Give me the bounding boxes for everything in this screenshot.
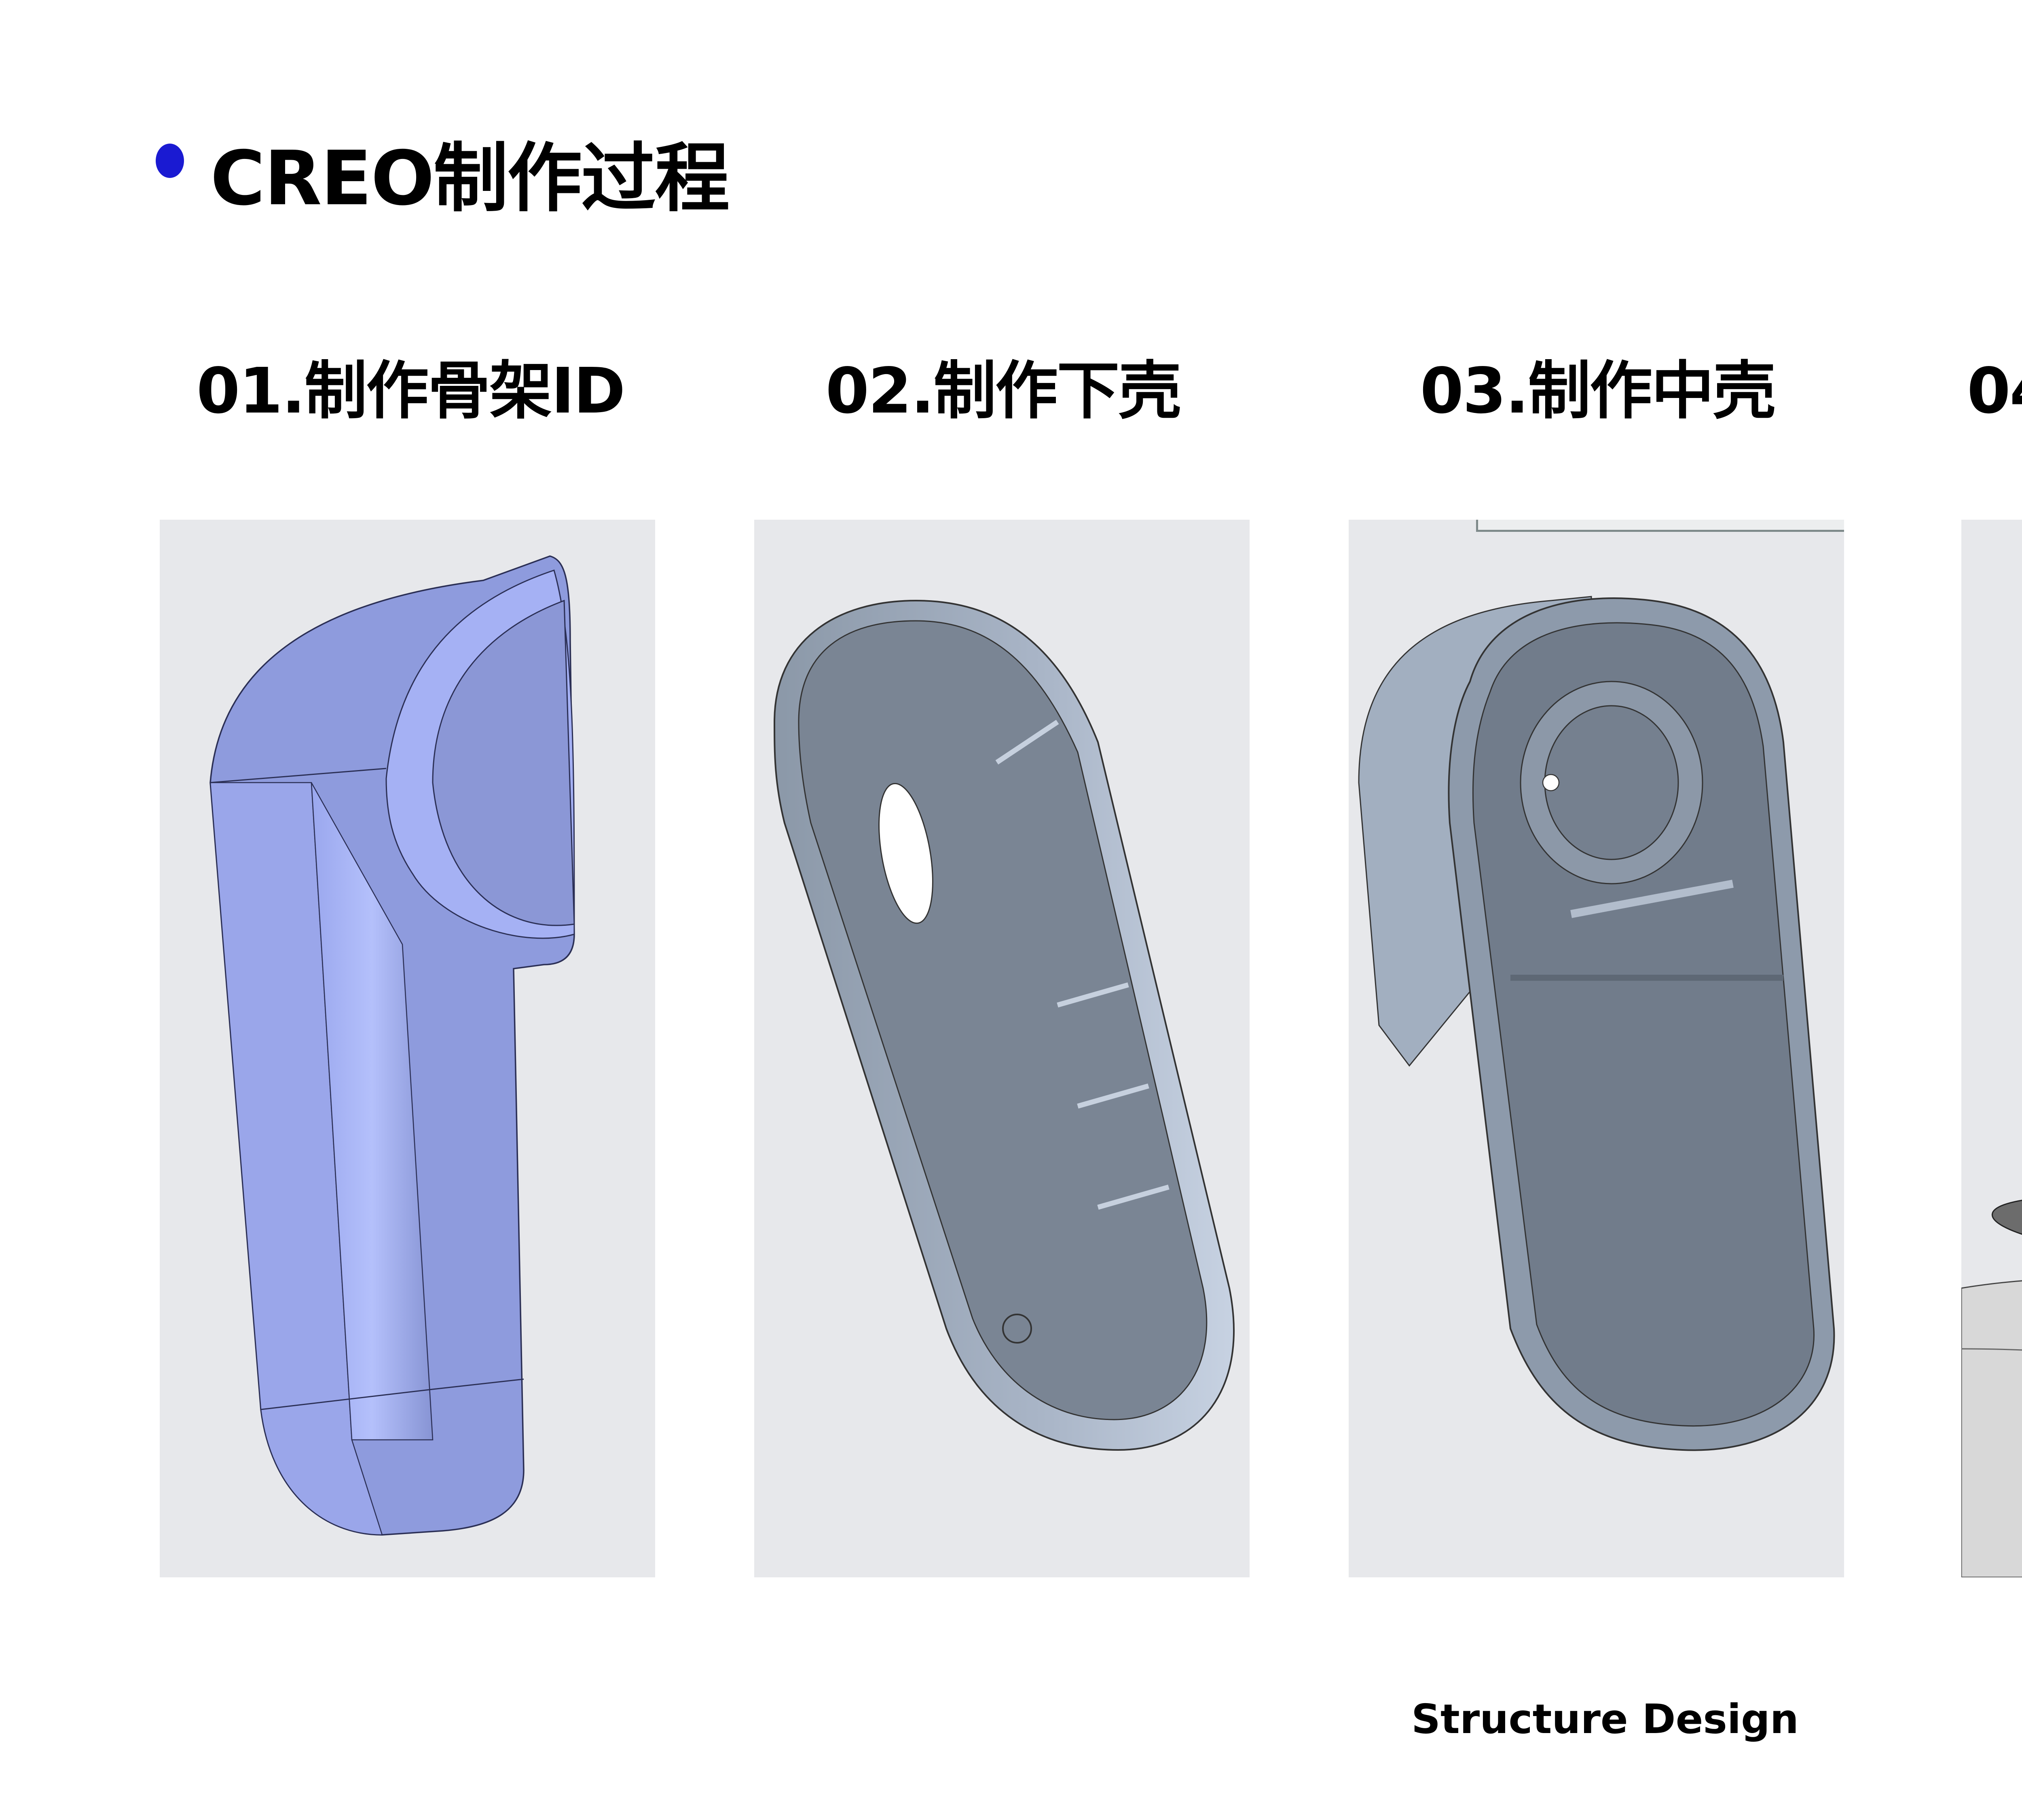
title-bullet-icon bbox=[156, 144, 184, 178]
step-title-3: 03.制作中壳 bbox=[1420, 356, 1776, 429]
lower-shell-model-image bbox=[754, 520, 1250, 1577]
lower-shell-model bbox=[773, 599, 1235, 1451]
footer-section-label: Structure Design bbox=[1411, 1695, 1799, 1743]
blade-head-exploded-model-image bbox=[1961, 520, 2022, 1577]
middle-shell-model bbox=[1358, 596, 1835, 1451]
middle-shell-model-image bbox=[1349, 520, 1844, 1577]
cad-toolbar-strip bbox=[1476, 520, 1844, 532]
blade-head-exploded-model bbox=[1961, 1196, 2022, 1577]
skeleton-id-model bbox=[209, 555, 575, 1536]
step-title-1: 01.制作骨架ID bbox=[196, 356, 626, 429]
page-title: CREO制作过程 bbox=[210, 135, 730, 222]
skeleton-id-model-image bbox=[160, 520, 655, 1577]
step-title-4: 04.制作刀头部分 bbox=[1967, 356, 2022, 429]
step-title-2: 02.制作下壳 bbox=[825, 356, 1181, 429]
